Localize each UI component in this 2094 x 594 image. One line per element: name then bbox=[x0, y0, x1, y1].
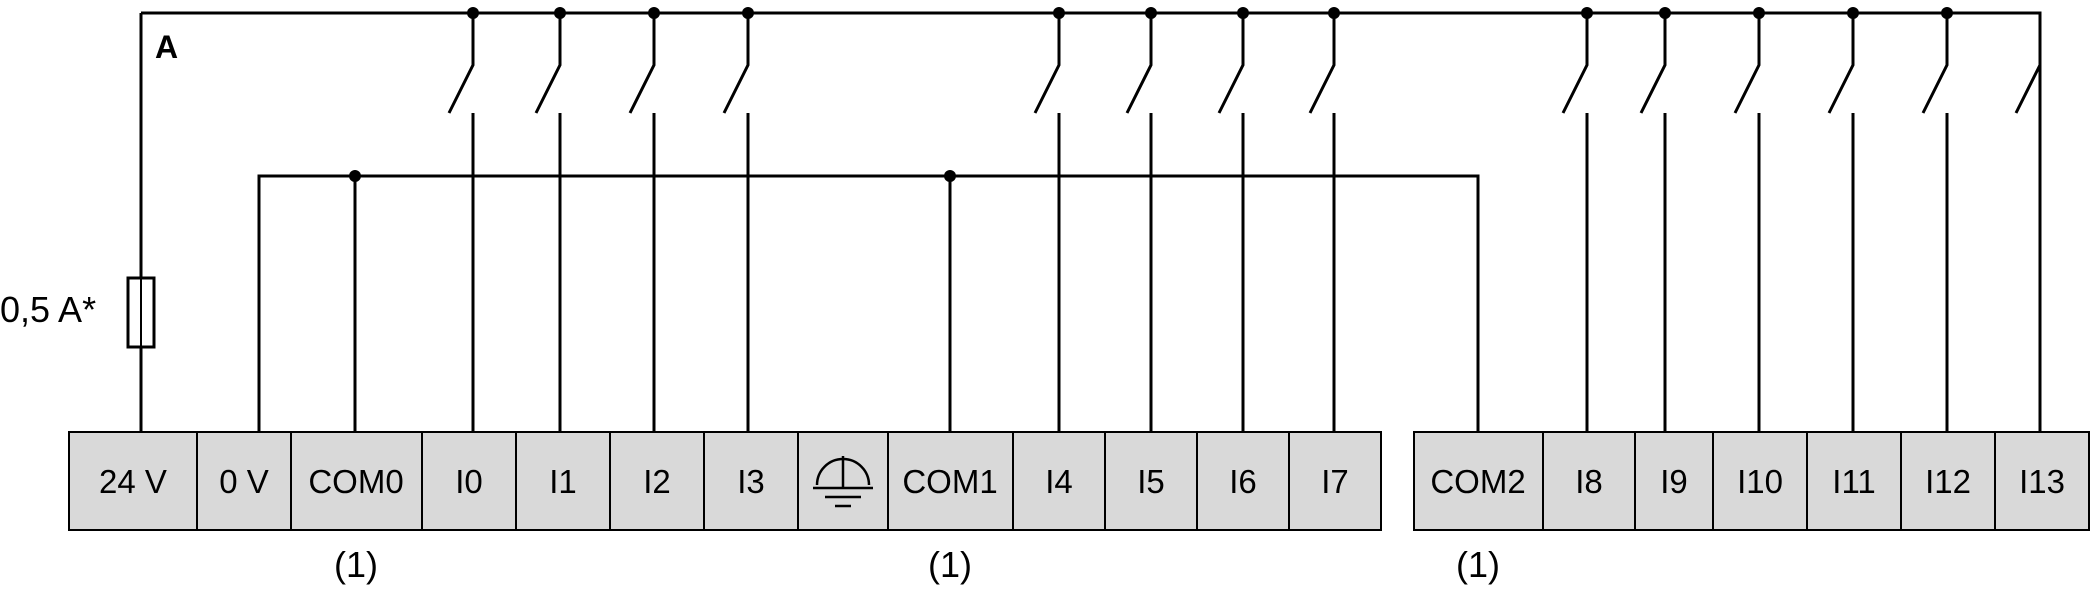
fuse-label: 0,5 A* bbox=[0, 289, 96, 330]
common-bus bbox=[257, 174, 1480, 432]
terminal-label: COM2 bbox=[1430, 463, 1525, 500]
switch-i10 bbox=[1733, 7, 1765, 432]
note-com1: (1) bbox=[928, 544, 972, 585]
terminal-i12 bbox=[1900, 431, 1996, 531]
switch-i5 bbox=[1125, 7, 1157, 432]
terminal-com0 bbox=[290, 431, 423, 531]
supply-bus bbox=[141, 11, 2042, 113]
terminal-label: I7 bbox=[1321, 463, 1349, 500]
switch-i3 bbox=[722, 7, 754, 432]
switch-i1 bbox=[534, 7, 566, 432]
terminal-label: I2 bbox=[643, 463, 671, 500]
terminal-label: COM0 bbox=[308, 463, 403, 500]
switch-i7 bbox=[1308, 7, 1340, 432]
com0-junction bbox=[349, 170, 361, 182]
input-switches bbox=[447, 7, 2042, 432]
terminal-label: I12 bbox=[1925, 463, 1971, 500]
terminal-label: I0 bbox=[455, 463, 483, 500]
terminal-label: I10 bbox=[1737, 463, 1783, 500]
terminal-i11 bbox=[1806, 431, 1902, 531]
note-com2: (1) bbox=[1456, 544, 1500, 585]
switch-i13 bbox=[2014, 64, 2042, 432]
terminal-label: 24 V bbox=[99, 463, 167, 500]
switch-i0 bbox=[447, 7, 479, 432]
terminal-label: I13 bbox=[2019, 463, 2065, 500]
terminal-label: 0 V bbox=[219, 463, 269, 500]
terminal-i10 bbox=[1712, 431, 1808, 531]
terminal-i6 bbox=[1196, 431, 1290, 531]
switch-i2 bbox=[628, 7, 660, 432]
terminal-label: I3 bbox=[737, 463, 765, 500]
terminal-label: I8 bbox=[1575, 463, 1603, 500]
terminal-com2 bbox=[1413, 431, 1544, 531]
terminal-i13 bbox=[1994, 431, 2090, 531]
terminal-label: I4 bbox=[1045, 463, 1073, 500]
switch-i11 bbox=[1827, 7, 1859, 432]
terminal-i3 bbox=[703, 431, 799, 531]
terminal-label: I1 bbox=[549, 463, 577, 500]
terminal-block-2 bbox=[1413, 431, 2090, 531]
terminal-i5 bbox=[1104, 431, 1198, 531]
switch-i6 bbox=[1217, 7, 1249, 432]
switch-i4 bbox=[1033, 7, 1065, 432]
switch-i12 bbox=[1921, 7, 1953, 432]
terminal-label: I5 bbox=[1137, 463, 1165, 500]
terminal-label: I11 bbox=[1832, 463, 1875, 500]
terminal-com1 bbox=[887, 431, 1014, 531]
terminal-label: I9 bbox=[1660, 463, 1688, 500]
terminal-label: I6 bbox=[1229, 463, 1257, 500]
terminal-labels: 24 V 0 V COM0 I0 I1 I2 I3 COM1 I4 I5 I6 … bbox=[99, 463, 2065, 500]
terminal-24v bbox=[68, 431, 198, 531]
terminal-label: COM1 bbox=[902, 463, 997, 500]
switch-i9 bbox=[1639, 7, 1671, 432]
note-com0: (1) bbox=[334, 544, 378, 585]
ground-icon bbox=[813, 456, 873, 508]
terminal-i9 bbox=[1634, 431, 1714, 531]
terminal-i4 bbox=[1012, 431, 1106, 531]
terminal-i1 bbox=[515, 431, 611, 531]
diagram-label: A bbox=[155, 29, 178, 65]
com1-junction bbox=[944, 170, 956, 182]
switch-i8 bbox=[1561, 7, 1593, 432]
notes: (1) (1) (1) bbox=[334, 544, 1500, 585]
terminal-i7 bbox=[1288, 431, 1382, 531]
terminal-block-1 bbox=[68, 431, 1382, 531]
terminal-i8 bbox=[1542, 431, 1636, 531]
